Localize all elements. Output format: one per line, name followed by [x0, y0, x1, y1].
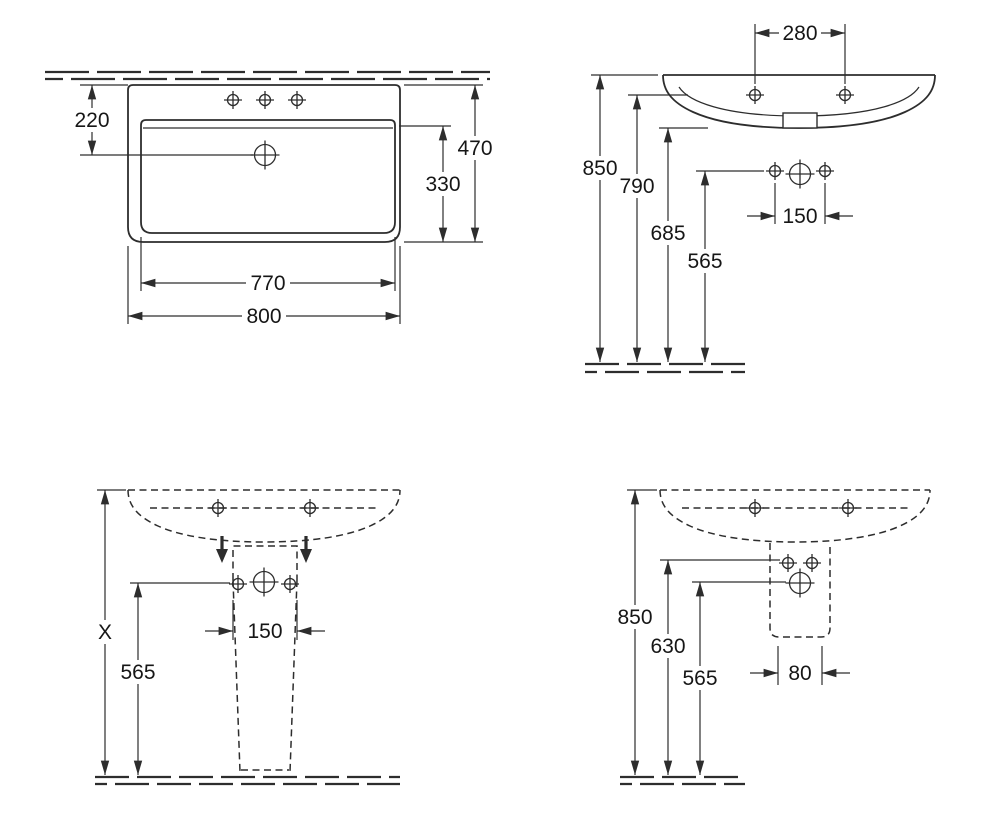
dim-label-685: 685	[650, 222, 685, 245]
fixing-hole-left-icon	[765, 161, 785, 181]
dimension-630: 630	[648, 559, 780, 775]
washbasin-top-view: 220 470 330 770	[72, 84, 495, 328]
dimension-150-pedestal: 150	[205, 600, 325, 643]
dimension-80: 80	[750, 646, 850, 685]
dimension-790: 790	[617, 94, 688, 362]
drain-boss	[782, 112, 818, 129]
dimension-220: 220	[72, 84, 128, 155]
basin-inner-profile	[678, 86, 920, 117]
dim-label-bg	[455, 136, 495, 160]
dimension-565-front: 565	[685, 170, 764, 362]
basin-inner-bowl-edge	[140, 119, 396, 234]
dimension-470: 470	[404, 84, 495, 243]
siphon-cover-hidden	[769, 543, 831, 638]
dim-label-bg	[118, 660, 158, 684]
mount-arrow-right-icon	[300, 536, 312, 563]
basin-outer-edge	[127, 84, 401, 243]
fascia-hole-left-icon	[745, 85, 765, 105]
dimension-850-front: 850	[580, 74, 658, 362]
dim-label-630: 630	[650, 635, 685, 658]
cover-fixing-hole-left-icon	[778, 553, 798, 573]
dim-label-470: 470	[457, 137, 492, 160]
washbasin-pedestal-view: 150 X 565	[92, 489, 401, 786]
floor-hatch-pedestal	[95, 775, 400, 786]
drain-hole-icon	[249, 139, 281, 171]
dim-label-565: 565	[120, 661, 155, 684]
waste-outlet-icon	[248, 566, 280, 598]
dimension-330: 330	[399, 125, 463, 242]
tap-hole-center-icon	[255, 90, 275, 110]
fascia-hole-right-icon	[300, 498, 320, 518]
dimension-685: 685	[648, 127, 708, 362]
fixing-hole-right-icon	[815, 161, 835, 181]
dim-label-bg	[423, 172, 463, 196]
dim-label-bg	[648, 634, 688, 658]
dim-label-800: 800	[246, 305, 281, 328]
dim-label-80: 80	[788, 662, 811, 685]
mount-arrow-left-icon	[216, 536, 228, 563]
dim-label-bg	[680, 666, 720, 690]
dimension-770: 770	[140, 237, 396, 295]
dim-label-790: 790	[619, 175, 654, 198]
dim-label-330: 330	[425, 173, 460, 196]
dimension-565-semipedestal: 565	[680, 581, 786, 775]
dim-label-bg	[72, 108, 112, 132]
dim-label-bg	[580, 156, 620, 180]
dim-label-850: 850	[617, 606, 652, 629]
fixing-hole-left-icon	[228, 574, 248, 594]
washbasin-front-elevation: 280 150 850 790	[580, 21, 936, 374]
waste-outlet-icon	[784, 567, 816, 599]
dimension-565-pedestal: 565	[118, 582, 230, 775]
fascia-hole-left-icon	[745, 498, 765, 518]
fascia-hole-right-icon	[835, 85, 855, 105]
tap-hole-right-icon	[287, 90, 307, 110]
dim-label-220: 220	[74, 109, 109, 132]
dim-label-565: 565	[687, 250, 722, 273]
dim-label-bg	[615, 605, 655, 629]
dimension-800: 800	[127, 246, 401, 328]
floor-hatch-semipedestal	[620, 775, 745, 786]
cover-fixing-hole-right-icon	[802, 553, 822, 573]
dim-label-bg	[685, 249, 725, 273]
tap-hole-left-icon	[223, 90, 243, 110]
dim-label-150: 150	[247, 620, 282, 643]
dim-label-850: 850	[582, 157, 617, 180]
pedestal-left-hidden	[232, 579, 241, 773]
fixing-recess-hidden	[232, 545, 298, 580]
dim-label-bg	[648, 221, 688, 245]
dim-label-bg	[617, 174, 657, 198]
fascia-hole-left-icon	[208, 498, 228, 518]
waste-outlet-icon	[784, 158, 816, 190]
dimension-280: 280	[754, 21, 846, 84]
dim-label-150: 150	[782, 205, 817, 228]
dim-label-bg	[779, 21, 821, 45]
pedestal-right-hidden	[289, 579, 298, 773]
basin-underside-hidden	[127, 489, 401, 543]
wall-section-hatch	[45, 70, 490, 81]
dim-label-565: 565	[682, 667, 717, 690]
dim-label-280: 280	[782, 22, 817, 45]
basin-underside-hidden	[659, 489, 931, 543]
dim-label-bg	[92, 620, 118, 644]
fascia-hole-right-icon	[838, 498, 858, 518]
dimension-150-front: 150	[747, 183, 853, 228]
floor-hatch-front	[585, 362, 745, 374]
dim-label-bg	[242, 304, 286, 328]
dimension-850-semipedestal: 850	[615, 489, 657, 775]
dim-label-x: X	[98, 621, 112, 644]
dim-label-770: 770	[250, 272, 285, 295]
washbasin-semipedestal-view: 80 850 630 565	[615, 489, 931, 786]
dim-label-bg	[246, 271, 290, 295]
dimension-x: X	[92, 489, 126, 775]
